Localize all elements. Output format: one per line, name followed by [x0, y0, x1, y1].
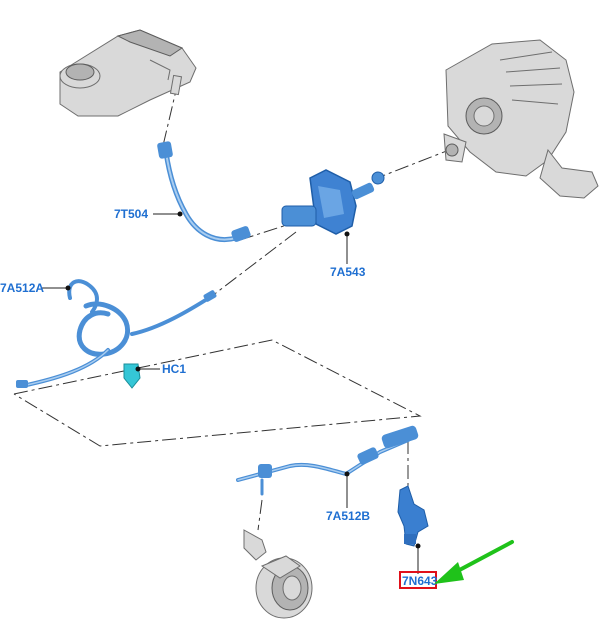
label-7t504: 7T504: [114, 207, 148, 221]
guide-lines: [13, 81, 463, 531]
guide-line-b-to-bearing: [257, 499, 263, 531]
guide-group-frame: [13, 339, 422, 447]
green-arrow-icon: [434, 540, 514, 584]
hydraulic-line-7a512b: [236, 425, 419, 496]
guide-cylinder-to-line-a: [211, 231, 297, 297]
leader-lines: [42, 211, 421, 574]
master-cylinder-7a543: [281, 169, 385, 235]
label-7n643: 7N643: [402, 574, 438, 588]
bracket-7n643: [397, 485, 429, 547]
label-7a543: 7A543: [330, 265, 366, 279]
supply-hose-7t504: [157, 141, 251, 242]
label-7a512b: 7A512B: [326, 509, 370, 523]
release-bearing: [243, 529, 313, 619]
hydraulic-line-7a512a: [16, 279, 217, 388]
pedal-assembly: [443, 39, 599, 199]
label-hc1: HC1: [162, 362, 186, 376]
fluid-reservoir: [59, 29, 197, 117]
label-7a512a: 7A512A: [0, 281, 44, 295]
highlight-box: [399, 571, 437, 589]
